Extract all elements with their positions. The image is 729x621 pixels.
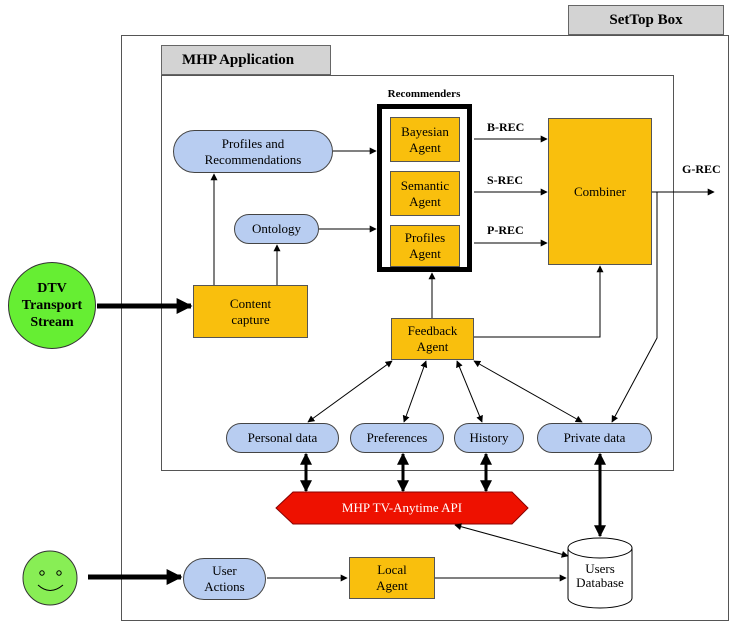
user-actions: User Actions <box>183 558 266 600</box>
p-rec-label: P-REC <box>487 223 524 237</box>
bayesian-agent: Bayesian Agent <box>390 117 460 162</box>
settop-box-tab: SetTop Box <box>568 5 724 35</box>
feedback-preferences-arrow <box>402 360 428 423</box>
mhp-application-frame <box>161 75 674 471</box>
settop-box-title: SetTop Box <box>609 11 683 28</box>
user-smiley-icon <box>22 550 78 606</box>
feedback-private-arrow <box>473 360 583 423</box>
mhp-application-tab: MHP Application <box>161 45 331 75</box>
g-rec-label: G-REC <box>682 162 721 176</box>
preferences-store: Preferences <box>350 423 444 453</box>
profiles-agent: Profiles Agent <box>390 225 460 267</box>
mhp-tv-anytime-api-shape <box>275 491 529 525</box>
users-database-shape <box>567 537 633 609</box>
history-store: History <box>454 423 524 453</box>
local-agent: Local Agent <box>349 557 435 599</box>
private-data-store: Private data <box>537 423 652 453</box>
api-db-arrow <box>454 523 569 558</box>
profiles-and-recommendations: Profiles and Recommendations <box>173 130 333 173</box>
feedback-to-combiner-arrow <box>474 265 604 338</box>
users-database-label: Users Database <box>576 561 624 590</box>
feedback-history-arrow <box>456 360 483 423</box>
combiner: Combiner <box>548 118 652 265</box>
feedback-agent: Feedback Agent <box>391 318 474 360</box>
feedback-personal-arrow <box>307 360 393 423</box>
personal-data-store: Personal data <box>226 423 339 453</box>
ontology: Ontology <box>234 214 319 244</box>
recommenders-group <box>377 104 472 272</box>
mhp-tv-anytime-api-label: MHP TV-Anytime API <box>341 500 463 515</box>
b-rec-label: B-REC <box>487 120 525 134</box>
semantic-agent: Semantic Agent <box>390 171 460 216</box>
combiner-to-private-arrow <box>611 191 658 423</box>
recommenders-title: Recommenders <box>387 88 461 100</box>
s-rec-label: S-REC <box>487 173 524 187</box>
mhp-application-title: MHP Application <box>182 51 295 68</box>
dtv-transport-stream: DTV Transport Stream <box>8 262 96 349</box>
content-capture: Content capture <box>193 285 308 338</box>
